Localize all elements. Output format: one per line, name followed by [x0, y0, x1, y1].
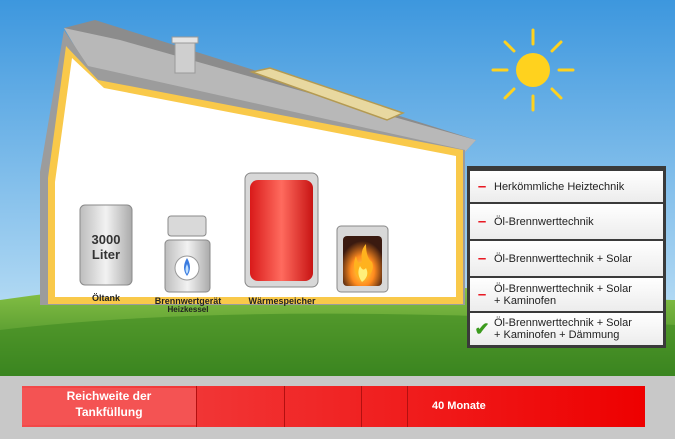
range-bar-segment [284, 386, 361, 427]
option-condensing-solar-stove-insulation[interactable]: ✔ Öl-Brennwerttechnik + Solar+ Kaminofen… [470, 313, 663, 345]
boiler-icon [164, 215, 211, 293]
tank-volume-number: 3000 [91, 232, 121, 247]
fireplace-icon [336, 225, 389, 293]
range-bar-label: Reichweite der Tankfüllung [22, 388, 196, 425]
option-label: Öl-Brennwerttechnik + Solar [494, 282, 632, 295]
option-condensing-solar[interactable]: – Öl-Brennwerttechnik + Solar [470, 241, 663, 276]
range-bar-segment [407, 386, 645, 427]
option-conventional[interactable]: – Herkömmliche Heiztechnik [470, 171, 663, 202]
option-label: + Kaminofen + Dämmung [494, 329, 620, 341]
option-label: Herkömmliche Heiztechnik [494, 180, 625, 193]
heat-storage-icon [244, 172, 319, 288]
oil-tank-label: Öltank [91, 293, 120, 303]
range-bar-segment [361, 386, 407, 427]
checkmark-icon: ✔ [474, 318, 490, 339]
heat-storage-label: Wärmespeicher [248, 296, 316, 306]
minus-icon: – [477, 212, 487, 230]
option-label: Öl-Brennwerttechnik + Solar [494, 252, 632, 265]
boiler-sublabel: Heizkessel [167, 305, 209, 314]
oil-tank-icon [79, 204, 133, 286]
range-label-line1: Reichweite der [66, 389, 152, 403]
option-label: Öl-Brennwerttechnik [494, 215, 594, 228]
minus-icon: – [477, 177, 487, 195]
technology-option-panel: – Herkömmliche Heiztechnik – Öl-Brennwer… [467, 166, 666, 348]
option-condensing[interactable]: – Öl-Brennwerttechnik [470, 204, 663, 239]
minus-icon: – [477, 249, 487, 267]
option-condensing-solar-stove[interactable]: – Öl-Brennwerttechnik + Solar+ Kaminofen [470, 278, 663, 311]
tank-volume-unit: Liter [91, 247, 121, 262]
option-label: + Kaminofen [494, 294, 557, 307]
boiler-label: Brennwertgerät [154, 296, 222, 306]
range-label-line2: Tankfüllung [75, 405, 143, 419]
range-bar-value: 40 Monate [432, 400, 486, 412]
minus-icon: – [477, 285, 487, 303]
option-label: Öl-Brennwerttechnik + Solar [494, 317, 632, 329]
range-bar-segment [196, 386, 284, 427]
solar-panel [249, 67, 406, 121]
sun-icon [491, 28, 575, 112]
